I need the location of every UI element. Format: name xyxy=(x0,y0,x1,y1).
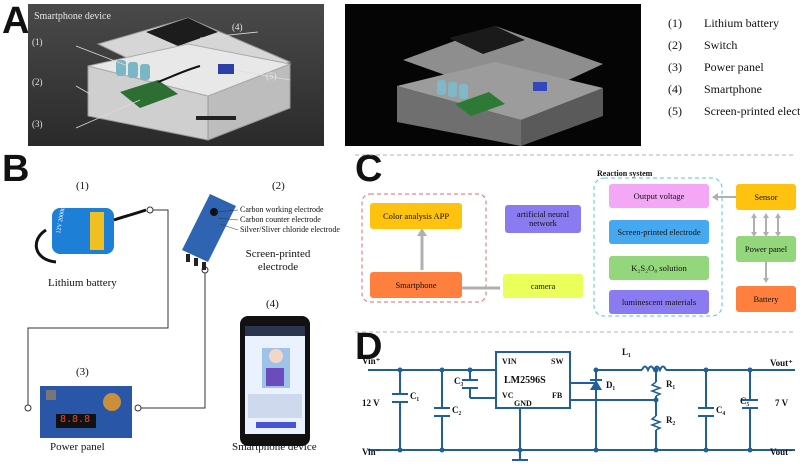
camera-box: camera xyxy=(503,274,583,298)
ann-box: artificial neural network xyxy=(505,205,581,233)
component-wiring xyxy=(24,194,310,446)
battery-label: Lithium battery xyxy=(48,277,117,289)
luminescent-materials-box: luminescent materials xyxy=(609,290,709,314)
device-render-illustration xyxy=(28,4,324,146)
power-panel-display: 8.8.8 xyxy=(60,414,91,425)
l1-label: L₁ xyxy=(622,347,631,357)
power-panel-num: (3) xyxy=(76,366,89,378)
c2-label: C₂ xyxy=(452,405,462,415)
panel-letter-b: B xyxy=(2,148,30,190)
flow-diagram-lines xyxy=(355,154,795,317)
vout-minus-label: Vout⁻ xyxy=(770,447,793,457)
vin-plus-label: Vin⁺ xyxy=(362,356,381,366)
r1-label: R₁ xyxy=(666,379,676,389)
input-voltage-label: 12 V xyxy=(362,398,380,408)
r2-label: R₂ xyxy=(666,415,676,425)
legend-num: (5) xyxy=(668,104,682,118)
legend-label: Power panel xyxy=(704,60,764,74)
chip-pin-sw: SW xyxy=(551,357,564,366)
legend-num: (4) xyxy=(668,82,682,96)
chip-name: LM2596S xyxy=(504,375,546,386)
callout-1: (1) xyxy=(32,37,43,47)
power-panel-box: Power panel xyxy=(736,236,796,262)
legend-row-2: (2) Switch xyxy=(668,38,737,53)
electrode-label-2: electrode xyxy=(257,261,299,273)
legend-num: (3) xyxy=(668,60,682,74)
legend-row-3: (3) Power panel xyxy=(668,60,764,75)
battery-box: Battery xyxy=(736,286,796,312)
output-voltage-label: 7 V xyxy=(775,398,789,408)
legend-label: Smartphone xyxy=(704,82,762,96)
callout-2: (2) xyxy=(32,77,43,87)
sensor-box: Sensor xyxy=(736,184,796,210)
power-panel-label: Power panel xyxy=(50,441,105,453)
vout-plus-label: Vout⁺ xyxy=(770,358,793,368)
electrode-label-1: Screen-printed xyxy=(245,248,311,260)
legend-row-1: (1) Lithium battery xyxy=(668,16,779,31)
k2s2o8-solution-box: K₂S₂O₈ solution xyxy=(609,256,709,280)
device-render-photo xyxy=(345,4,641,146)
c5-label: C₅ xyxy=(740,396,750,406)
device-title: Smartphone device xyxy=(34,11,111,22)
color-analysis-app-box: Color analysis APP xyxy=(370,203,462,229)
screen-printed-electrode-box: Screen-printed electrode xyxy=(609,220,709,244)
panel-letter-d: D xyxy=(355,326,383,368)
c1-label: C₁ xyxy=(410,391,420,401)
chip-pin-vc: VC xyxy=(502,391,514,400)
phone-label: Smartphone device xyxy=(232,441,317,453)
smartphone-box: Smartphone xyxy=(370,272,462,298)
phone-num: (4) xyxy=(266,298,279,310)
chip-pin-vin: VIN xyxy=(502,357,517,366)
chip-pin-fb: FB xyxy=(552,391,563,400)
callout-3: (3) xyxy=(32,119,43,129)
panel-letter-c: C xyxy=(355,148,383,190)
callout-4: (4) xyxy=(232,22,243,32)
battery-num: (1) xyxy=(76,180,89,192)
d1-label: D₁ xyxy=(606,380,616,390)
c4-label: C₄ xyxy=(716,405,726,415)
panel-letter-a: A xyxy=(2,0,30,42)
legend-row-4: (4) Smartphone xyxy=(668,82,762,97)
c3-label: C₃ xyxy=(454,376,464,386)
legend-label: Switch xyxy=(704,38,738,52)
callout-5: (5) xyxy=(266,71,277,81)
electrode-num: (2) xyxy=(272,180,285,192)
electrode-part-reference: Silver/Sliver chloride electrode xyxy=(240,225,340,234)
electrode-strip xyxy=(182,194,236,262)
output-voltage-box: Output voltage xyxy=(609,184,709,208)
legend-num: (2) xyxy=(668,38,682,52)
device-render-shaded xyxy=(397,26,603,146)
legend-label: Lithium battery xyxy=(704,16,779,30)
device-render-labeled xyxy=(28,4,324,146)
circuit-schematic xyxy=(355,331,795,461)
vin-minus-label: Vin⁻ xyxy=(362,447,381,457)
legend-label: Screen-printed electrode xyxy=(704,104,800,118)
legend-row-5: (5) Screen-printed electrode xyxy=(668,104,800,119)
legend-num: (1) xyxy=(668,16,682,30)
chip-pin-gnd: GND xyxy=(514,399,532,408)
reaction-system-title: Reaction system xyxy=(597,169,653,178)
electrode-part-counter: Carbon counter electrode xyxy=(240,215,321,224)
electrode-part-working: Carbon working electrode xyxy=(240,205,324,214)
